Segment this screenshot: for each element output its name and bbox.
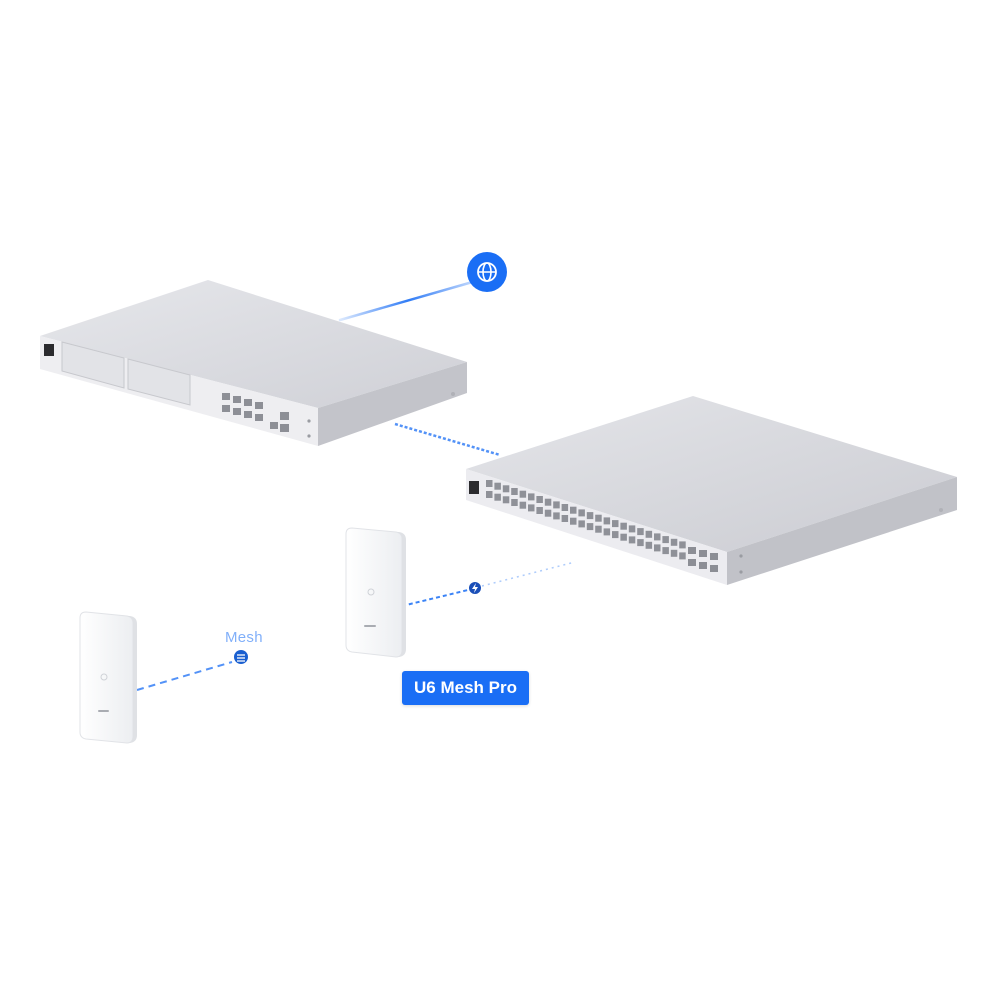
switch-port (486, 491, 493, 498)
switch-port (637, 528, 644, 536)
switch-port (502, 485, 510, 493)
switch-port (670, 549, 678, 557)
switch-port (578, 509, 585, 517)
switch-port (536, 496, 543, 503)
switch-port (637, 539, 644, 547)
link-mesh (136, 661, 233, 691)
switch-port (662, 536, 669, 544)
switch-port (586, 512, 594, 520)
switch-port (662, 547, 669, 555)
switch-port (528, 493, 535, 501)
switch-port (553, 512, 560, 520)
gateway-ports (222, 393, 289, 432)
switch-port (645, 541, 653, 549)
switch-port (570, 517, 577, 525)
switch-port (528, 504, 535, 512)
switch-device (466, 396, 957, 585)
switch-port (645, 530, 653, 538)
switch-port (620, 533, 627, 541)
switch-port (628, 525, 636, 533)
switch-port (578, 520, 585, 528)
switch-port (561, 504, 569, 511)
link-internet (338, 279, 478, 322)
switch-port (494, 493, 501, 501)
switch-port (620, 522, 627, 530)
display-screen (44, 344, 54, 356)
switch-ports (486, 480, 686, 560)
link-gateway-switch (394, 422, 501, 457)
switch-port (679, 541, 686, 549)
switch-port (603, 528, 611, 536)
switch-port (494, 482, 501, 490)
switch-port (486, 480, 493, 487)
switch-port (586, 523, 594, 531)
switch-port (628, 536, 636, 544)
switch-port (511, 499, 518, 506)
switch-port (536, 507, 543, 514)
display-screen (469, 481, 479, 494)
switch-port (519, 490, 527, 498)
switch-sfp-ports (688, 547, 718, 572)
mesh-wireless-icon (234, 650, 248, 664)
mesh-ap-secondary (79, 611, 137, 744)
switch-port (511, 488, 518, 495)
switch-port (544, 509, 552, 517)
switch-port (654, 533, 661, 541)
switch-port (612, 531, 619, 539)
switch-port (570, 506, 577, 514)
switch-port (679, 552, 686, 560)
switch-port (595, 525, 602, 533)
switch-port (670, 538, 678, 546)
switch-port (502, 496, 510, 504)
switch-port (561, 515, 569, 522)
switch-port (553, 501, 560, 509)
switch-port (654, 544, 661, 552)
mesh-link-label: Mesh (225, 629, 263, 646)
product-label-badge: U6 Mesh Pro (402, 671, 529, 705)
switch-port (544, 498, 552, 506)
lightning-icon (469, 582, 481, 594)
switch-port (603, 517, 611, 525)
switch-port (595, 514, 602, 522)
globe-icon (467, 252, 507, 292)
gateway-device (40, 280, 467, 446)
switch-port (519, 501, 527, 509)
switch-port (612, 520, 619, 528)
link-switch-ap (401, 561, 576, 607)
mesh-ap-primary (345, 527, 406, 658)
